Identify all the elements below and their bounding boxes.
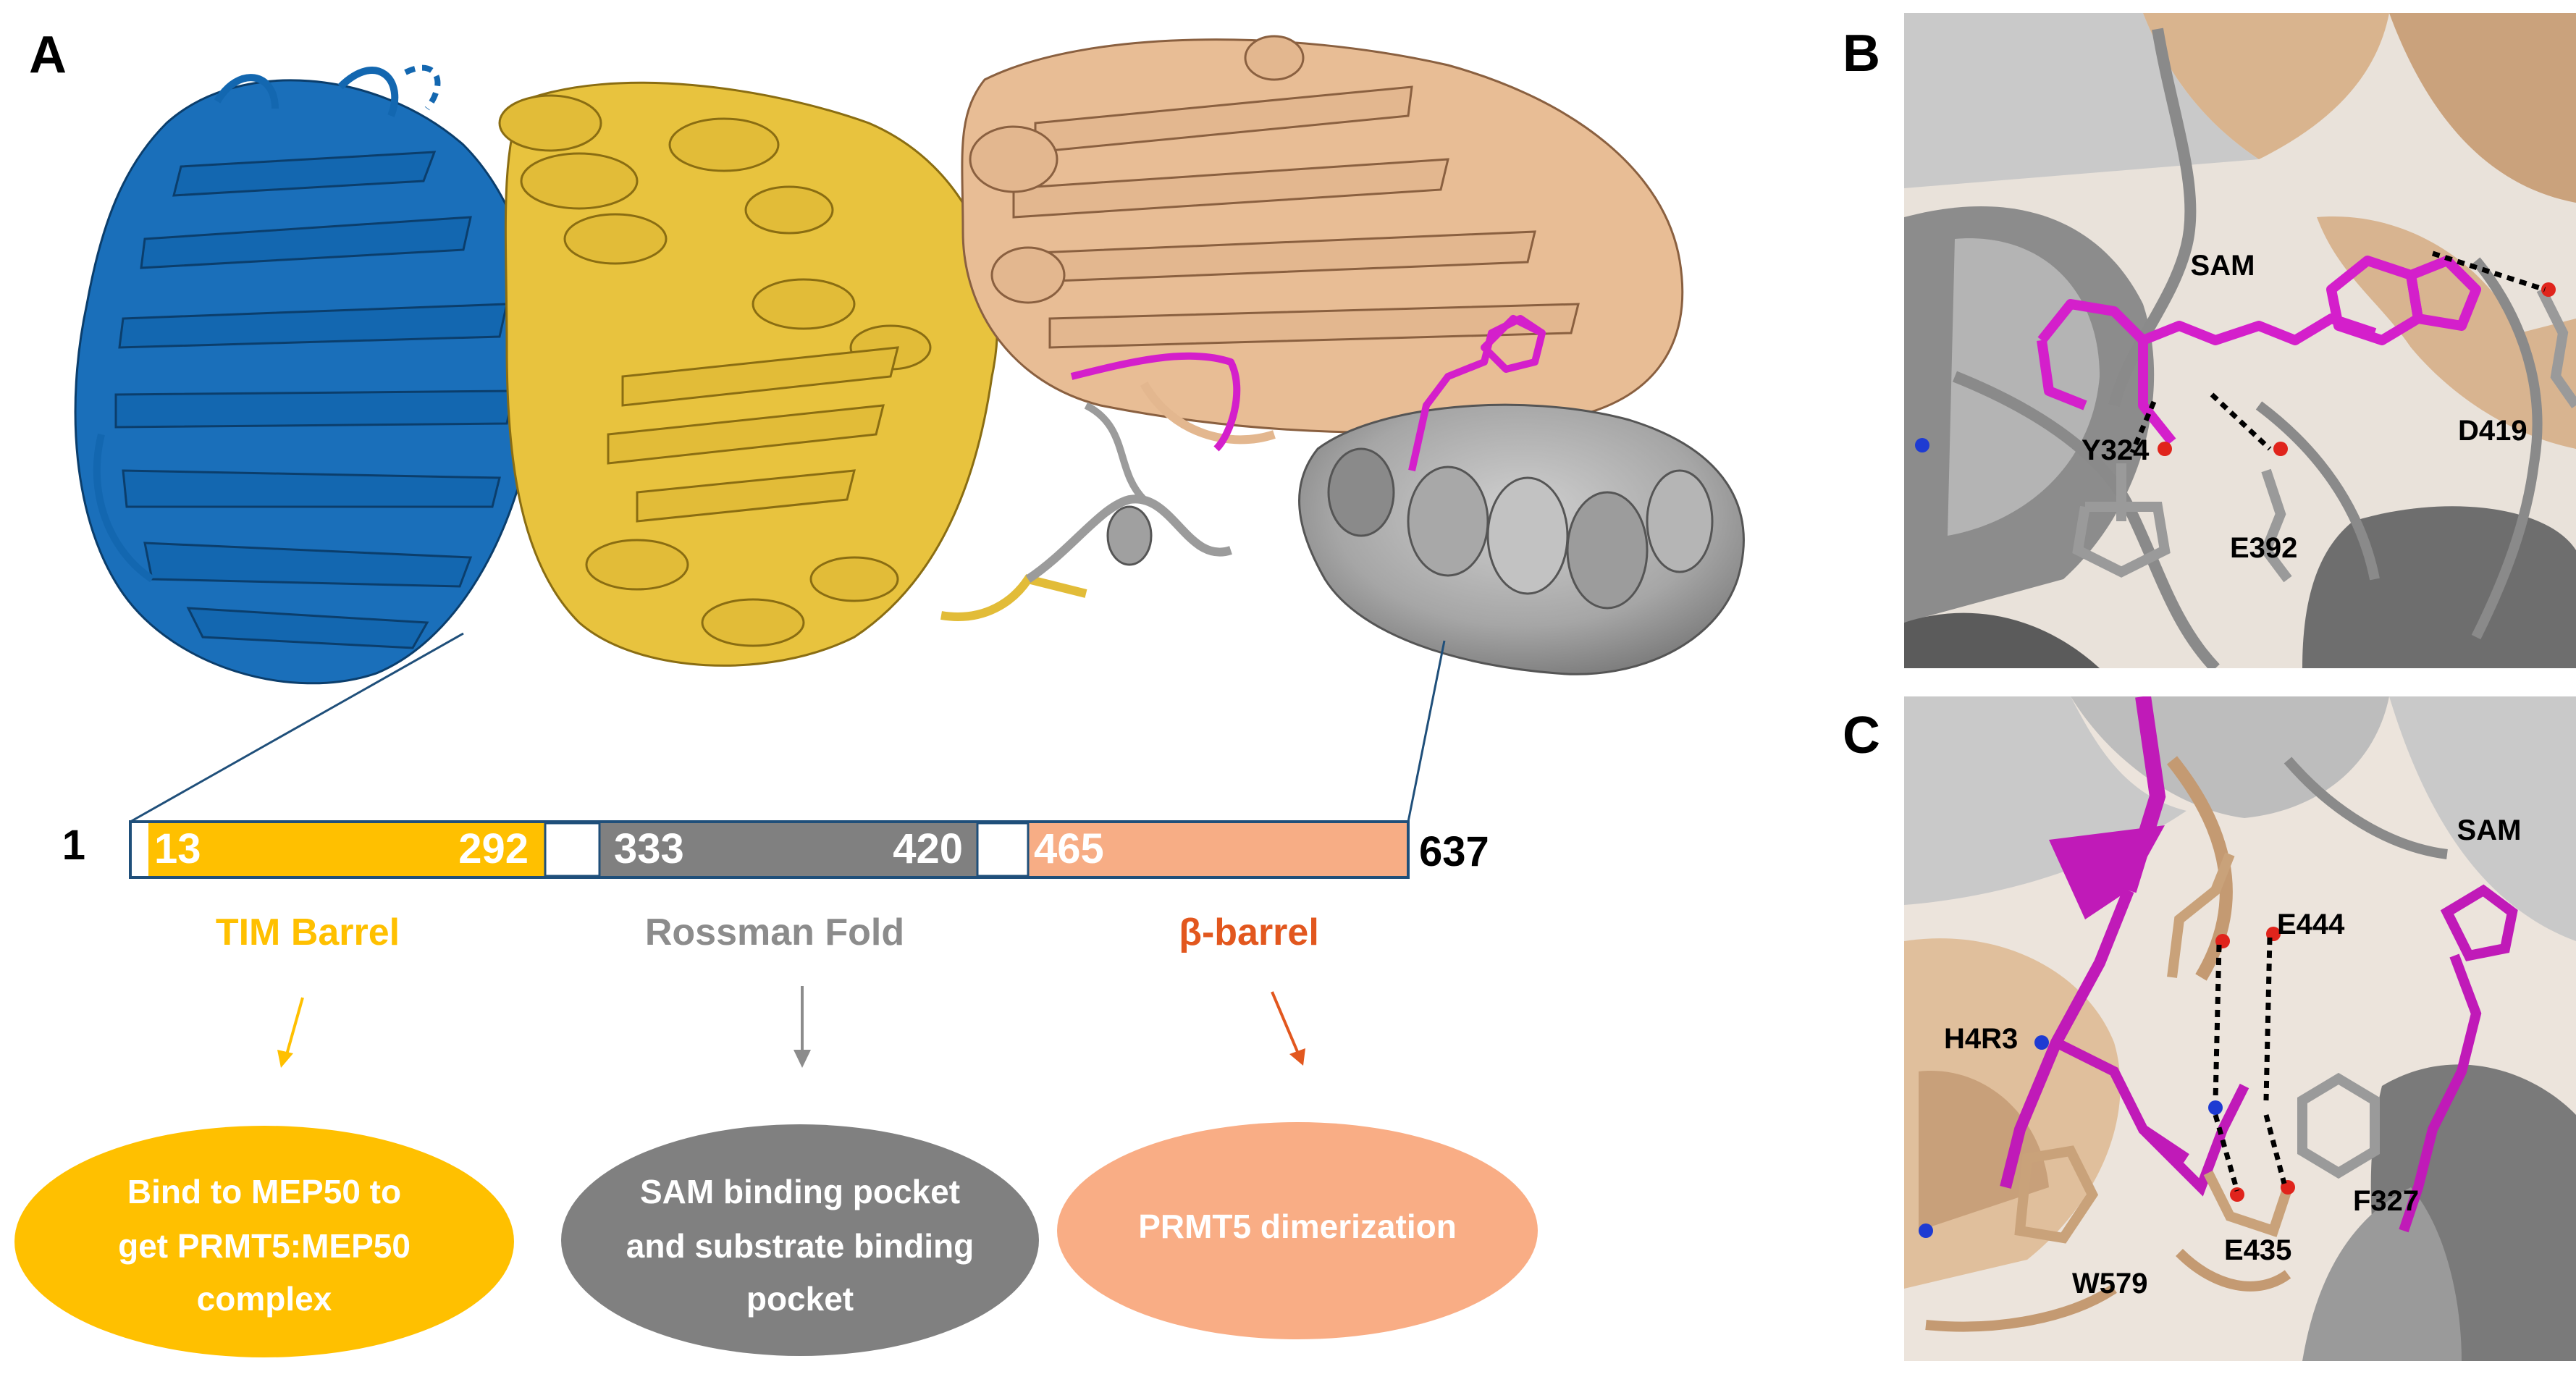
domain-bar: 1 13 292 333 420 465 637 [62,820,1489,879]
sidechain-w579 [2014,1145,2099,1244]
domain-annotations: TIM Barrel Rossman Fold β-barrel Bind to… [14,911,1538,1357]
label-e392: E392 [2230,532,2297,564]
label-y324: Y324 [2082,434,2150,466]
label-d419: D419 [2458,415,2527,447]
grey-linker [1025,494,1232,583]
segment-1-start-label: 13 [154,825,201,872]
nitrogen-atom [2034,1035,2049,1050]
protein-structure [74,35,1745,685]
domain-segment-tim [148,823,545,876]
panel-c-letter: C [1843,707,1880,764]
function-text-tim-line3: complex [197,1280,332,1318]
yellow-tim-barrel [498,81,1087,667]
connector-line-left [130,632,464,823]
domain-name-tim: TIM Barrel [216,911,400,953]
domain-segment-beta [1028,823,1407,876]
nitrogen-atom [1915,438,1929,452]
nitrogen-atom [1919,1223,1933,1238]
domain-bar-start: 1 [62,822,85,869]
sidechain-d419 [2536,287,2576,409]
domain-segment-rossmann [599,823,977,876]
panel-b-image [1904,13,2576,668]
substrate-h4r3 [2000,696,2249,1197]
sidechain-y324 [2072,463,2171,578]
function-text-tim-line1: Bind to MEP50 to [127,1173,401,1210]
linker-box-1 [544,822,601,877]
panel-c: C [1843,696,2576,1361]
function-text-tim-line2: get PRMT5:MEP50 [118,1227,411,1265]
function-text-rossmann-line2: and substrate binding [626,1227,974,1265]
label-f327: F327 [2353,1185,2419,1217]
label-e444: E444 [2277,909,2345,940]
segment-3-start-label: 465 [1034,825,1104,872]
segment-1-end-label: 292 [458,825,529,872]
label-sam-c: SAM [2457,814,2522,846]
nitrogen-atom [2208,1100,2223,1115]
sam-ligand-c [2399,884,2518,1233]
function-ellipse-tim [14,1126,514,1357]
panel-c-image [1904,696,2576,1361]
blue-beta-propeller [74,64,541,685]
panel-a: A [14,26,1745,1357]
panel-a-letter: A [29,26,67,84]
segment-2-start-label: 333 [614,825,684,872]
connector-line-right [1407,640,1446,822]
arrow-rossmann [794,986,811,1068]
label-h4r3: H4R3 [1944,1023,2018,1055]
label-sam-b: SAM [2191,250,2255,282]
sidechain-e435 [2203,1170,2293,1237]
oxygen-atom [2230,1187,2244,1202]
function-text-rossmann-line1: SAM binding pocket [640,1173,960,1210]
h-bonds-c [2213,937,2287,1192]
domain-name-beta: β-barrel [1179,911,1319,953]
sam-ligand-b [2037,256,2481,445]
sidechain-e392 [2260,468,2292,583]
sidechain-f327 [2297,1072,2380,1179]
function-text-rossmann-line3: pocket [746,1280,854,1318]
function-text-beta: PRMT5 dimerization [1138,1208,1457,1245]
label-e435: E435 [2224,1234,2291,1266]
oxygen-atom [2158,442,2172,456]
sidechain-e444 [2167,852,2235,978]
magenta-ligand [1070,315,1546,472]
h-bonds-b [2129,250,2546,454]
oxygen-atom [2273,442,2288,456]
segment-2-end-label: 420 [893,825,963,872]
peach-beta-barrel [961,35,1684,445]
panel-b-letter: B [1843,25,1880,83]
arrow-beta [1271,991,1305,1066]
domain-bar-end: 637 [1419,828,1489,875]
panel-b: B [1843,13,2576,668]
function-ellipse-beta [1057,1122,1538,1339]
linker-box-2 [976,822,1030,877]
oxygen-atom [2541,282,2556,297]
grey-rossmann-fold [1084,402,1745,675]
function-ellipse-rossmann [561,1124,1039,1356]
arrow-tim [277,997,304,1068]
label-w579: W579 [2072,1268,2148,1300]
domain-name-rossmann: Rossman Fold [645,911,904,953]
